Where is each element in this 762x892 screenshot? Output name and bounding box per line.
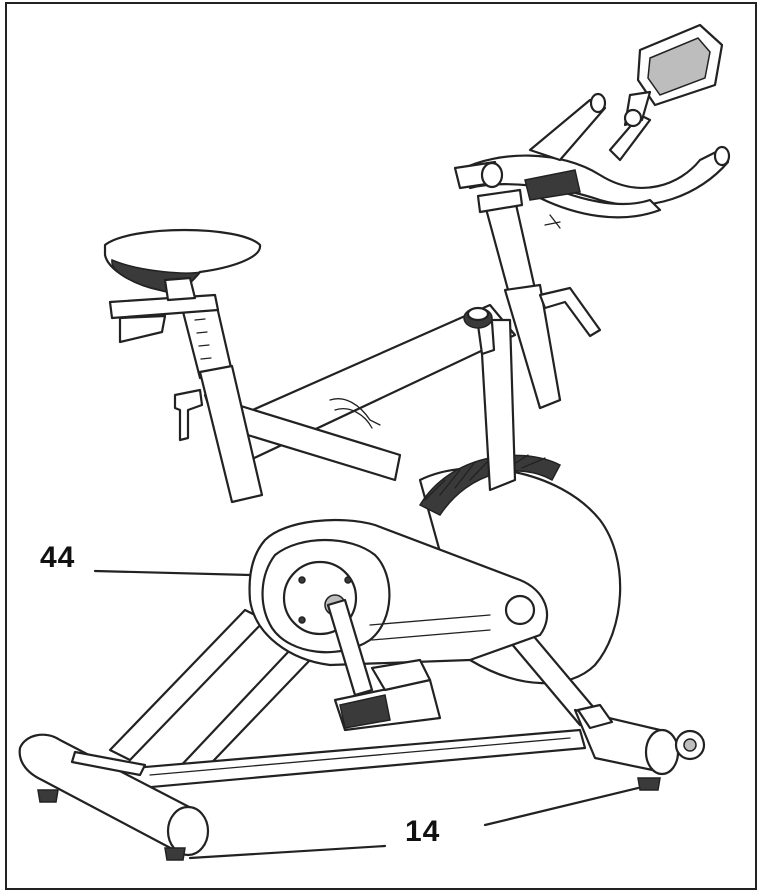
flywheel-tread [418, 454, 562, 516]
callout-14: 14 [405, 815, 441, 848]
handlebars [453, 92, 731, 229]
rear-foot-leveler-left [37, 789, 59, 803]
main-frame [108, 303, 602, 792]
leader-line-44 [93, 569, 252, 577]
diagram-border [5, 2, 757, 890]
callout-44: 44 [40, 541, 76, 574]
console [623, 23, 724, 128]
handlebar-stem [476, 188, 602, 410]
saddle [103, 228, 262, 344]
front-foot-leveler [637, 777, 661, 791]
bottle-holder [329, 398, 381, 429]
resistance-knob [463, 306, 496, 356]
leader-line-14-rear [188, 844, 387, 860]
leader-line-14-front [483, 786, 640, 827]
rear-stabilizer [18, 733, 210, 861]
crank-and-pedal [326, 598, 442, 732]
rear-foot-leveler-right [164, 847, 186, 861]
front-stabilizer [573, 703, 706, 791]
seat-post [173, 296, 264, 504]
